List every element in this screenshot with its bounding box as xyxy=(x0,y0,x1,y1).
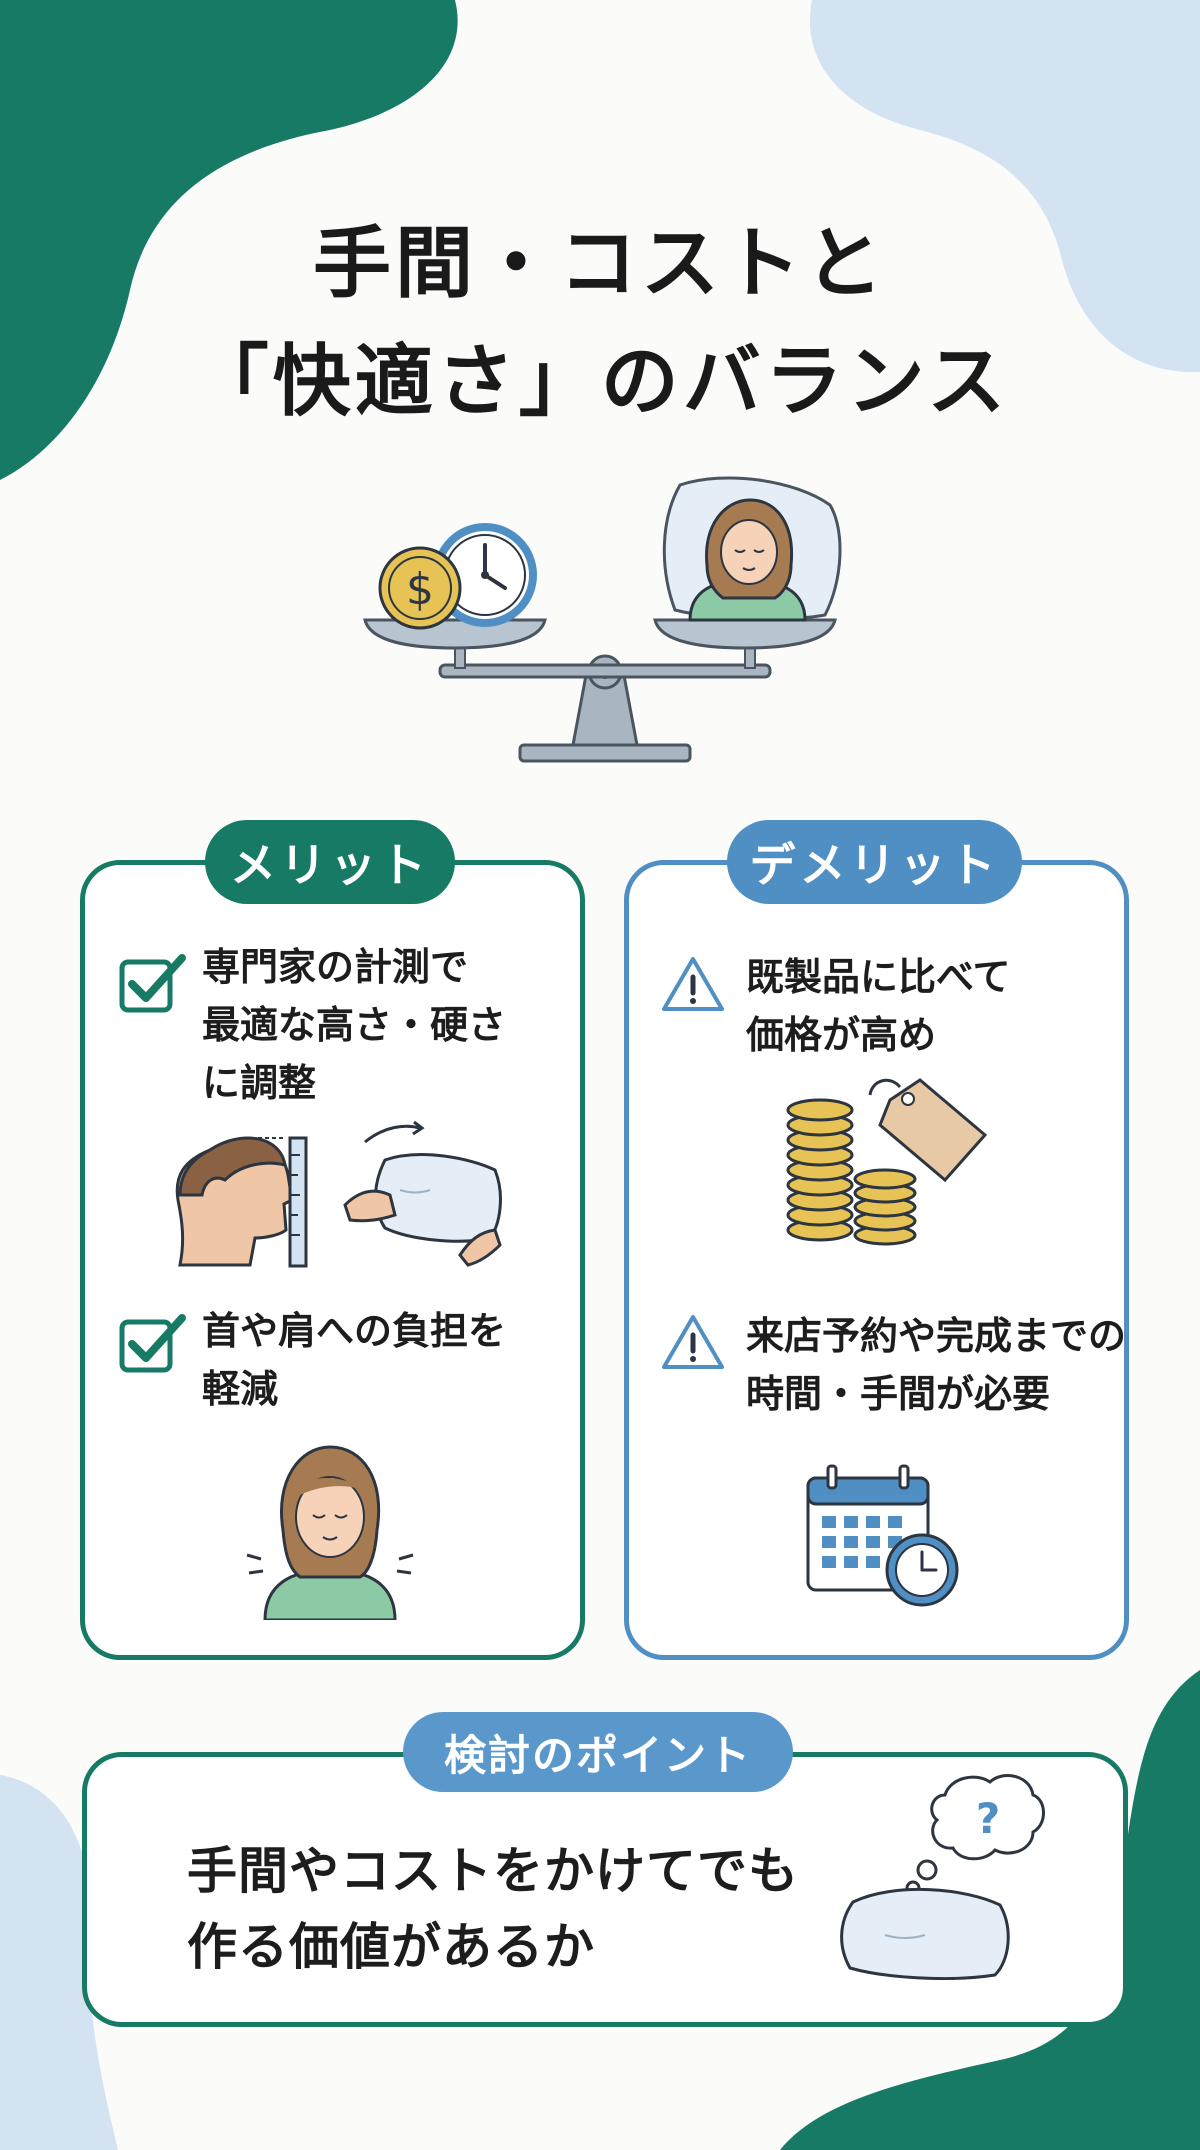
point-label: 検討のポイント xyxy=(403,1712,793,1792)
question-mark: ? xyxy=(976,1794,1000,1843)
warning-icon xyxy=(662,1315,724,1369)
top-right-blue-blob xyxy=(809,0,1200,373)
page-title: 手間・コストと 「快適さ」のバランス xyxy=(0,205,1200,441)
merit-item-1-text: 専門家の計測で 最適な高さ・硬さ に調整 xyxy=(202,945,507,1105)
balance-scale-illustration: $ xyxy=(363,476,842,763)
top-left-green-blob xyxy=(0,0,458,480)
merit-label: メリット xyxy=(205,820,455,904)
merit-item-2-text: 首や肩への負担を 軽減 xyxy=(202,1309,507,1411)
relaxed-woman-illustration xyxy=(246,1445,414,1620)
demerit-label: デメリット xyxy=(727,820,1022,904)
title-line-2: 「快適さ」のバランス xyxy=(190,337,1010,427)
pillow-question-illustration: ? xyxy=(840,1774,1045,1980)
title-line-1: 手間・コストと xyxy=(312,219,887,309)
warning-icon xyxy=(662,957,724,1011)
demerit-item-2-text: 来店予約や完成までの 時間・手間が必要 xyxy=(746,1314,1127,1416)
coins-pricetag-illustration xyxy=(786,1078,988,1246)
sleeping-woman-icon xyxy=(662,476,842,622)
coin-symbol: $ xyxy=(406,564,434,615)
check-icon xyxy=(119,954,186,1013)
coin-icon: $ xyxy=(378,546,462,630)
calendar-clock-illustration xyxy=(806,1464,959,1607)
bottom-right-green-blob xyxy=(780,1670,1200,2150)
point-text: 手間やコストをかけてでも 作る価値があるか xyxy=(187,1842,799,1976)
demerit-item-1-text: 既製品に比べて 価格が高め xyxy=(746,955,1011,1057)
measurement-illustration xyxy=(175,1120,502,1268)
bottom-left-blue-blob xyxy=(0,1775,118,2150)
check-icon xyxy=(119,1314,186,1373)
